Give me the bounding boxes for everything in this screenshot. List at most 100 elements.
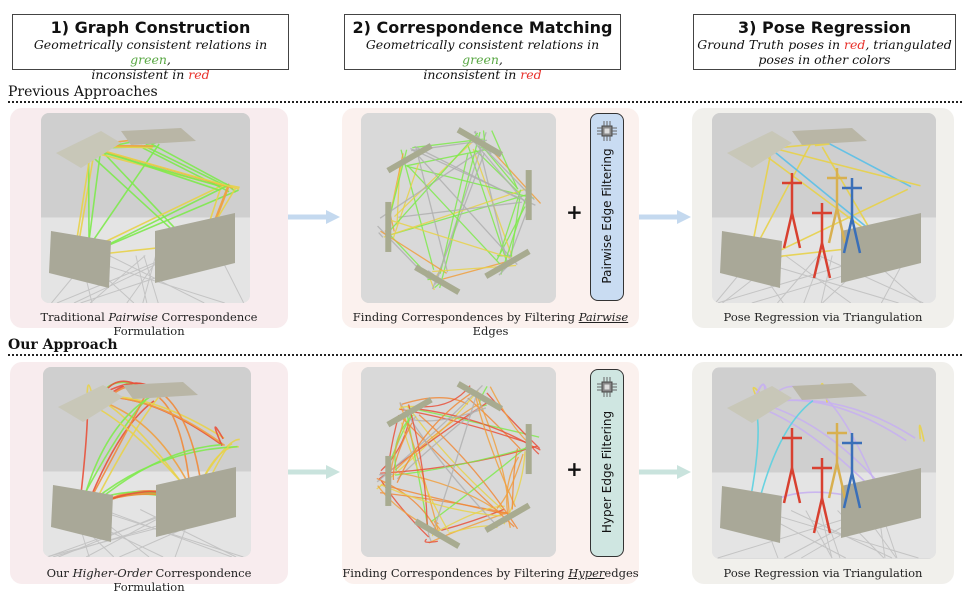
floor-line — [820, 255, 833, 303]
panel-matching-ours: + Hyper Edge Filtering Finding Correspon… — [342, 362, 639, 584]
camera-image — [841, 468, 921, 538]
floor-line — [126, 255, 162, 303]
header-title: 2) Correspondence Matching — [352, 18, 613, 37]
arrow-right-icon — [639, 465, 691, 479]
wall — [43, 367, 251, 472]
plus-sign: + — [566, 457, 583, 481]
header-pose-regression: 3) Pose Regression Ground Truth poses in… — [693, 14, 956, 70]
scene-render — [361, 367, 556, 557]
skeleton — [835, 207, 847, 244]
skeleton — [820, 497, 832, 534]
edge — [410, 147, 536, 206]
caption: Our Higher-Order Correspondence Formulat… — [46, 566, 252, 594]
camera-image — [484, 248, 531, 279]
pairwise-edge-filter-block: Pairwise Edge Filtering — [590, 113, 624, 301]
edge — [86, 147, 222, 188]
edge — [407, 404, 428, 529]
floor-line — [805, 510, 833, 559]
skeleton — [790, 212, 802, 249]
scene-image — [361, 367, 556, 557]
camera-image — [385, 201, 392, 252]
edge — [401, 397, 469, 405]
edge — [143, 145, 228, 188]
camera-image — [385, 455, 392, 506]
edge — [87, 145, 240, 190]
edge — [431, 152, 486, 290]
edge — [409, 407, 487, 422]
edge — [90, 146, 221, 192]
scene-render — [43, 367, 251, 557]
header-title: 3) Pose Regression — [738, 18, 911, 37]
camera-image — [121, 128, 196, 145]
caption: Pose Regression via Triangulation — [723, 566, 923, 580]
section-divider — [8, 354, 962, 356]
camera-image — [56, 131, 121, 168]
arrow-right-icon — [288, 465, 340, 479]
edge — [383, 188, 527, 238]
edge — [398, 201, 522, 218]
arrow-right-icon — [288, 210, 340, 224]
filter-label: Hyper Edge Filtering — [600, 411, 614, 534]
edge — [467, 144, 508, 264]
skeleton — [790, 467, 802, 504]
edge — [918, 424, 925, 442]
camera-image — [51, 485, 113, 542]
camera-image — [156, 467, 236, 537]
scene-image — [712, 367, 936, 559]
edge — [418, 414, 519, 530]
camera-image — [456, 381, 503, 412]
edge — [400, 422, 450, 532]
camera-image — [525, 170, 532, 221]
edge — [432, 392, 478, 533]
section-label-previous: Previous Approaches — [8, 84, 158, 100]
camera-image — [386, 397, 433, 428]
header-subtitle: Geometrically consistent relations in gr… — [365, 37, 600, 67]
section-label-ours: Our Approach — [8, 337, 118, 353]
edge — [496, 453, 524, 509]
edge — [434, 505, 505, 534]
floor-line — [818, 255, 924, 303]
floor-line — [785, 255, 852, 303]
camera-image — [484, 502, 531, 533]
scene-render — [712, 113, 936, 303]
panel-graph-previous: Traditional Pairwise Correspondence Form… — [10, 108, 288, 338]
caption: Finding Correspondences by Filtering Hyp… — [342, 566, 639, 580]
edge — [88, 184, 229, 255]
edge — [470, 137, 528, 206]
floor-line — [56, 255, 173, 303]
floor-line — [759, 510, 919, 559]
plus-sign: + — [566, 200, 583, 224]
scene-render — [41, 113, 250, 303]
edge — [394, 136, 478, 218]
header-subtitle: Ground Truth poses in red, triangulated — [697, 37, 952, 52]
header-graph-construction: 1) Graph Construction Geometrically cons… — [12, 14, 289, 82]
camera-image — [727, 386, 792, 423]
caption: Traditional Pairwise Correspondence Form… — [40, 310, 258, 338]
chip-icon — [597, 377, 617, 397]
skeleton — [827, 462, 839, 499]
hyper-edge-filter-block: Hyper Edge Filtering — [590, 369, 624, 557]
scene-image — [41, 113, 250, 303]
edge — [399, 405, 417, 411]
header-correspondence-matching: 2) Correspondence Matching Geometrically… — [344, 14, 621, 82]
edge — [386, 218, 511, 259]
floor-line — [777, 255, 819, 303]
camera-image — [386, 143, 433, 174]
camera-image — [727, 131, 792, 168]
edge — [418, 408, 535, 448]
camera-image — [792, 383, 867, 400]
skeleton — [812, 242, 824, 279]
camera-image — [720, 486, 782, 543]
camera-image — [123, 382, 198, 399]
camera-image — [456, 127, 503, 158]
skeleton — [820, 242, 832, 279]
panel-graph-ours: Our Higher-Order Correspondence Formulat… — [10, 362, 288, 594]
edge — [395, 445, 533, 476]
edge — [474, 130, 508, 263]
edge — [214, 426, 224, 447]
camera-image — [720, 231, 782, 288]
skeleton — [827, 207, 839, 244]
edge — [400, 149, 435, 270]
filter-label: Pairwise Edge Filtering — [600, 148, 614, 284]
scene-image — [43, 367, 251, 557]
